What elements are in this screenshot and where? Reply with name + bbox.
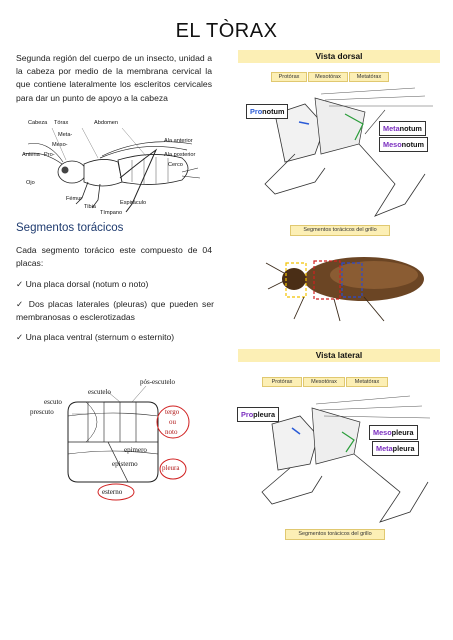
tag-metatorax-dorsal: Metatórax xyxy=(349,72,389,82)
callout-metapleura: Metapleura xyxy=(372,441,419,456)
callout-pronotum: Pronotum xyxy=(246,104,288,119)
metanotum-prefix: Meta xyxy=(383,124,400,133)
label-espiraculo: Espiráculo xyxy=(120,200,146,206)
tag-mesotorax-lateral: Mesotórax xyxy=(303,377,345,387)
mesonotum-prefix: Meso xyxy=(383,140,402,149)
intro-paragraph: Segunda región del cuerpo de un insecto,… xyxy=(16,52,212,105)
thorax-schematic-drawing xyxy=(28,372,208,502)
thorax-schematic: pós-escutelo escutelo escuto prescuto te… xyxy=(28,372,208,502)
callout-propleura: Propleura xyxy=(237,407,279,422)
label-ou: ou xyxy=(169,418,176,426)
label-torax: Tórax xyxy=(54,120,68,126)
label-ala-anterior: Ala anterior xyxy=(164,138,193,144)
label-prescuto: prescuto xyxy=(30,408,54,416)
label-tergo: tergo xyxy=(165,408,179,416)
label-escutelo: escutelo xyxy=(88,388,111,396)
label-noto: noto xyxy=(165,428,177,436)
callout-mesonotum: Mesonotum xyxy=(379,137,428,152)
label-pro: Pro- xyxy=(44,152,55,158)
label-timpano: Tímpano xyxy=(100,210,122,216)
label-cabeza: Cabeza xyxy=(28,120,47,126)
section-heading-segmentos: Segmentos torácicos xyxy=(16,222,123,234)
bullet-laterales: ✓ Dos placas laterales (pleuras) que pue… xyxy=(16,298,214,324)
tag-protorax-dorsal: Protórax xyxy=(271,72,307,82)
segmentos-intro-text: Cada segmento torácico este compuesto de… xyxy=(16,244,212,270)
label-cerco: Cerco xyxy=(168,162,183,168)
label-episterno: episterno xyxy=(112,460,138,468)
tag-mesotorax-dorsal: Mesotórax xyxy=(308,72,348,82)
metapleura-prefix: Meta xyxy=(376,444,393,453)
propleura-suffix: pleura xyxy=(253,410,275,419)
pronotum-prefix: Pro xyxy=(250,107,262,116)
insect-drawing xyxy=(22,120,212,220)
metanotum-suffix: notum xyxy=(400,124,422,133)
label-esterno: esterno xyxy=(102,488,122,496)
vista-lateral-header: Vista lateral xyxy=(238,349,440,362)
label-ala-posterior: Ala posterior xyxy=(164,152,195,158)
bullet-ventral: ✓ Una placa ventral (sternum o esternito… xyxy=(16,331,214,344)
callout-mesopleura: Mesopleura xyxy=(369,425,418,440)
label-meso: Meso- xyxy=(52,142,68,148)
label-meta: Meta- xyxy=(58,132,72,138)
label-escuto: escuto xyxy=(44,398,62,406)
callout-metanotum: Metanotum xyxy=(379,121,426,136)
mesopleura-suffix: pleura xyxy=(392,428,414,437)
label-ojo: Ojo xyxy=(26,180,35,186)
label-antena: Antena xyxy=(22,152,40,158)
label-abdomen: Abdomen xyxy=(94,120,118,126)
page-title: EL TÒRAX xyxy=(0,20,453,43)
insect-diagram: Cabeza Tórax Abdomen Meta- Meso- Pro- An… xyxy=(22,120,212,220)
label-femur: Fémur xyxy=(66,196,82,202)
tag-metatorax-lateral: Metatórax xyxy=(346,377,388,387)
bullet-dorsal: ✓ Una placa dorsal (notum o noto) xyxy=(16,278,214,291)
mesopleura-prefix: Meso xyxy=(373,428,392,437)
propleura-prefix: Pro xyxy=(241,410,253,419)
cricket-photo xyxy=(264,235,434,325)
label-pos-escutelo: pós-escutelo xyxy=(140,378,175,386)
label-pleura: pleura xyxy=(162,464,180,472)
tag-grillo-lateral: Segmentos torácicos del grillo xyxy=(285,529,385,540)
label-tibia: Tibia xyxy=(84,204,96,210)
metapleura-suffix: pleura xyxy=(393,444,415,453)
tag-protorax-lateral: Protórax xyxy=(262,377,302,387)
label-epimero: epimero xyxy=(124,446,147,454)
vista-dorsal-header: Vista dorsal xyxy=(238,50,440,63)
lateral-view-drawing xyxy=(250,388,445,528)
mesonotum-suffix: notum xyxy=(402,140,424,149)
pronotum-suffix: notum xyxy=(262,107,284,116)
